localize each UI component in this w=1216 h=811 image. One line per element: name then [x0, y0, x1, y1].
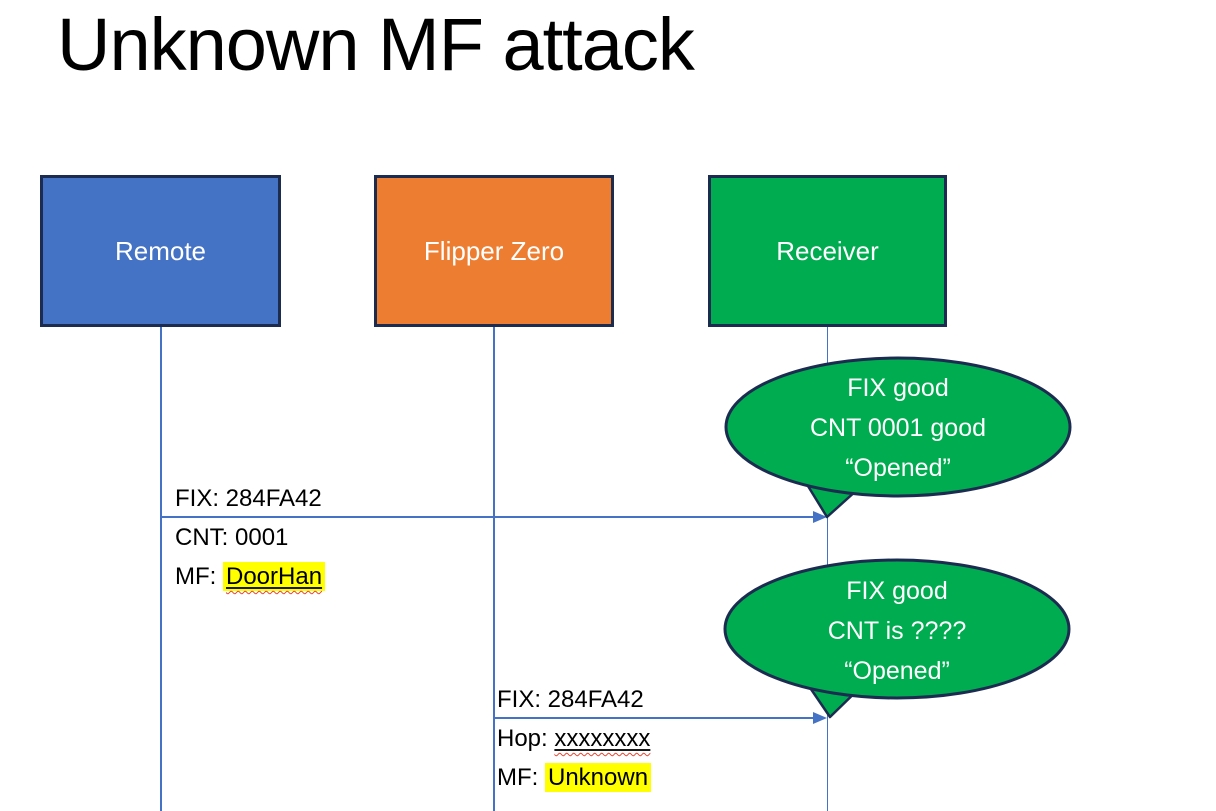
bubble-2-line-3: “Opened”: [844, 657, 950, 685]
lifeline-flipper-zero: [493, 327, 495, 811]
arrowhead-icon: [813, 511, 827, 523]
bubble-2-line-1: FIX good: [846, 577, 948, 605]
message-1-cnt-text: CNT: 0001: [175, 524, 289, 551]
message-2-mf-prefix: MF:: [497, 764, 545, 791]
message-2-mf-line: MF: Unknown: [497, 758, 652, 797]
message-1-label: FIX: 284FA42 CNT: 0001 MF: DoorHan: [175, 479, 326, 596]
message-1-mf-value: DoorHan: [226, 563, 323, 590]
page-title: Unknown MF attack: [57, 3, 695, 86]
message-1-mf-highlight: DoorHan: [223, 562, 326, 591]
bubble-1-line-3: “Opened”: [845, 454, 951, 482]
actor-box-flipper-zero: Flipper Zero: [374, 175, 614, 327]
message-arrow-flipper-to-receiver: [494, 717, 815, 719]
message-1-fix-text: FIX: 284FA42: [175, 485, 322, 512]
message-2-mf-value: Unknown: [545, 763, 652, 792]
speech-bubble-2: [723, 558, 1071, 719]
actor-label-remote: Remote: [114, 235, 207, 266]
message-2-hop-squiggle: xxxxxxxx: [554, 725, 650, 752]
message-1-mf-squiggle: DoorHan: [226, 563, 322, 590]
message-2-fix-text: FIX: 284FA42: [497, 686, 644, 713]
speech-bubble-2-text: FIX good CNT is ???? “Opened”: [732, 571, 1062, 691]
lifeline-remote: [160, 327, 162, 811]
message-1-mf-line: MF: DoorHan: [175, 557, 326, 596]
message-1-cnt-line: CNT: 0001: [175, 518, 325, 557]
actor-label-receiver: Receiver: [776, 235, 879, 266]
actor-label-flipper-zero: Flipper Zero: [423, 235, 565, 266]
message-2-fix-line: FIX: 284FA42: [497, 680, 651, 719]
bubble-2-line-2: CNT is ????: [827, 617, 967, 645]
message-2-hop-line: Hop: xxxxxxxx: [497, 719, 651, 758]
speech-bubble-1: [724, 356, 1072, 519]
message-1-mf-prefix: MF:: [175, 563, 223, 590]
actor-box-remote: Remote: [40, 175, 281, 327]
speech-bubble-1-ellipse: [724, 356, 1072, 498]
message-1-fix-line: FIX: 284FA42: [175, 479, 325, 518]
actor-box-receiver: Receiver: [708, 175, 947, 327]
message-arrow-remote-to-receiver: [161, 516, 815, 518]
speech-bubble-2-ellipse: [723, 558, 1071, 700]
message-2-hop-value: xxxxxxxx: [554, 725, 651, 752]
message-2-label: FIX: 284FA42 Hop: xxxxxxxx MF: Unknown: [497, 680, 652, 797]
arrowhead-icon: [813, 712, 827, 724]
message-2-hop-prefix: Hop:: [497, 725, 555, 752]
bubble-1-line-2: CNT 0001 good: [809, 414, 987, 442]
bubble-1-line-1: FIX good: [847, 374, 949, 402]
speech-bubble-1-text: FIX good CNT 0001 good “Opened”: [733, 368, 1063, 488]
